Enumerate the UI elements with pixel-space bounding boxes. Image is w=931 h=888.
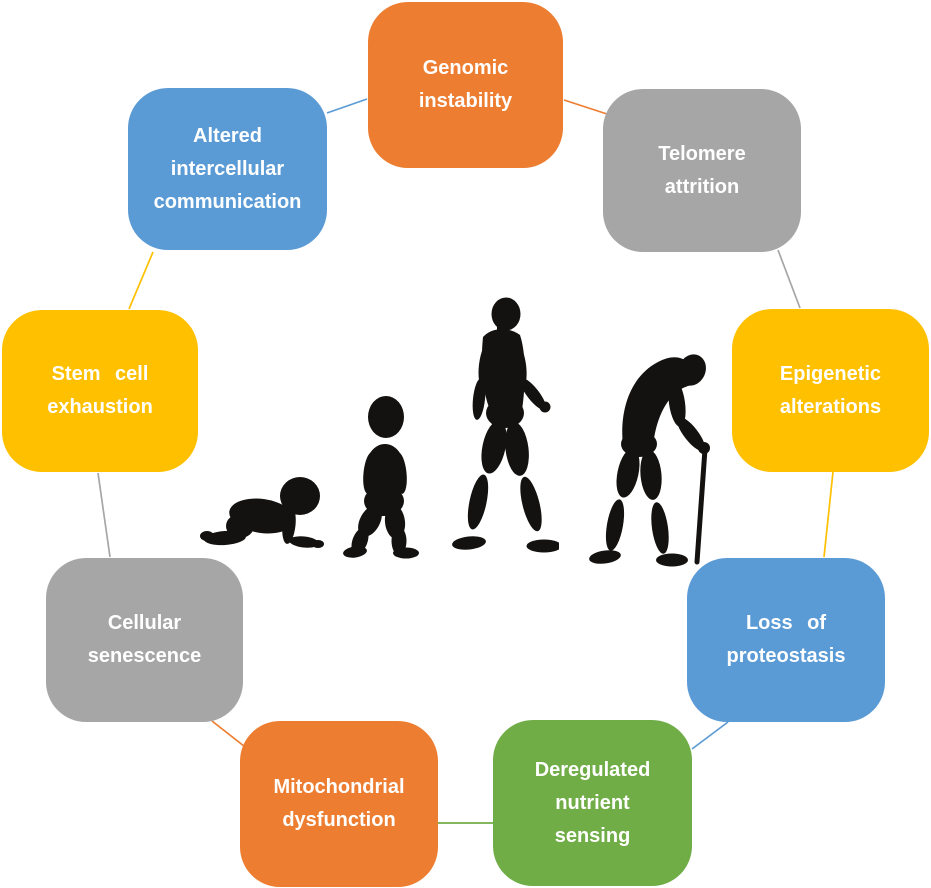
node-label-line: Stem cell: [51, 363, 149, 385]
node-label-line: sensing: [554, 824, 631, 847]
node-label-line: Deregulated: [534, 758, 651, 781]
node-stem-cell-exhaustion: Stem cell exhaustion: [2, 310, 198, 472]
connector-stemcell-to-altered: [128, 251, 154, 310]
node-mitochondrial-dysfunction: Mitochondrial dysfunction: [240, 721, 438, 887]
connector-altered-to-genomic: [326, 98, 368, 114]
node-label-line: Telomere: [658, 142, 746, 165]
node-label-line: nutrient: [555, 791, 630, 814]
crawling-baby-icon: [200, 477, 324, 548]
connector-epigenetic-to-loss: [823, 471, 834, 558]
node-deregulated-nutrient-sensing: Deregulated nutrient sensing: [493, 720, 692, 886]
connector-loss-to-deregulated: [691, 721, 729, 750]
node-label-line: Altered: [193, 124, 262, 147]
walking-toddler-icon: [343, 396, 419, 559]
node-label-line: proteostasis: [726, 645, 846, 667]
node-label-line: attrition: [664, 175, 740, 198]
node-label-line: exhaustion: [47, 396, 153, 418]
node-label-line: senescence: [87, 645, 202, 667]
walking-adult-icon: [452, 297, 559, 553]
node-label-line: communication: [153, 190, 302, 213]
node-genomic-instability: Genomic instability: [368, 2, 563, 168]
cane: [694, 446, 708, 565]
node-cellular-senescence: Cellular senescence: [46, 558, 243, 722]
node-altered-intercellular-communication: Altered intercellular communication: [128, 88, 327, 250]
elderly-man-with-cane-icon: [589, 354, 710, 567]
node-label-line: Loss of: [745, 612, 827, 634]
node-label-line: Mitochondrial: [273, 776, 405, 798]
node-loss-of-proteostasis: Loss of proteostasis: [687, 558, 885, 722]
node-label-line: dysfunction: [282, 809, 396, 831]
node-label-line: Epigenetic: [779, 362, 882, 385]
connector-genomic-to-telomere: [563, 99, 608, 115]
connector-telomere-to-epigenetic: [777, 249, 801, 309]
node-label-line: intercellular: [170, 157, 285, 180]
node-label-line: alterations: [779, 395, 882, 418]
node-telomere-attrition: Telomere attrition: [603, 89, 801, 252]
node-epigenetic-alterations: Epigenetic alterations: [732, 309, 929, 472]
node-label-line: Genomic: [422, 57, 509, 79]
node-label-line: Cellular: [107, 612, 182, 634]
node-label-line: instability: [418, 90, 513, 112]
connector-cellular-to-stemcell: [97, 472, 111, 558]
